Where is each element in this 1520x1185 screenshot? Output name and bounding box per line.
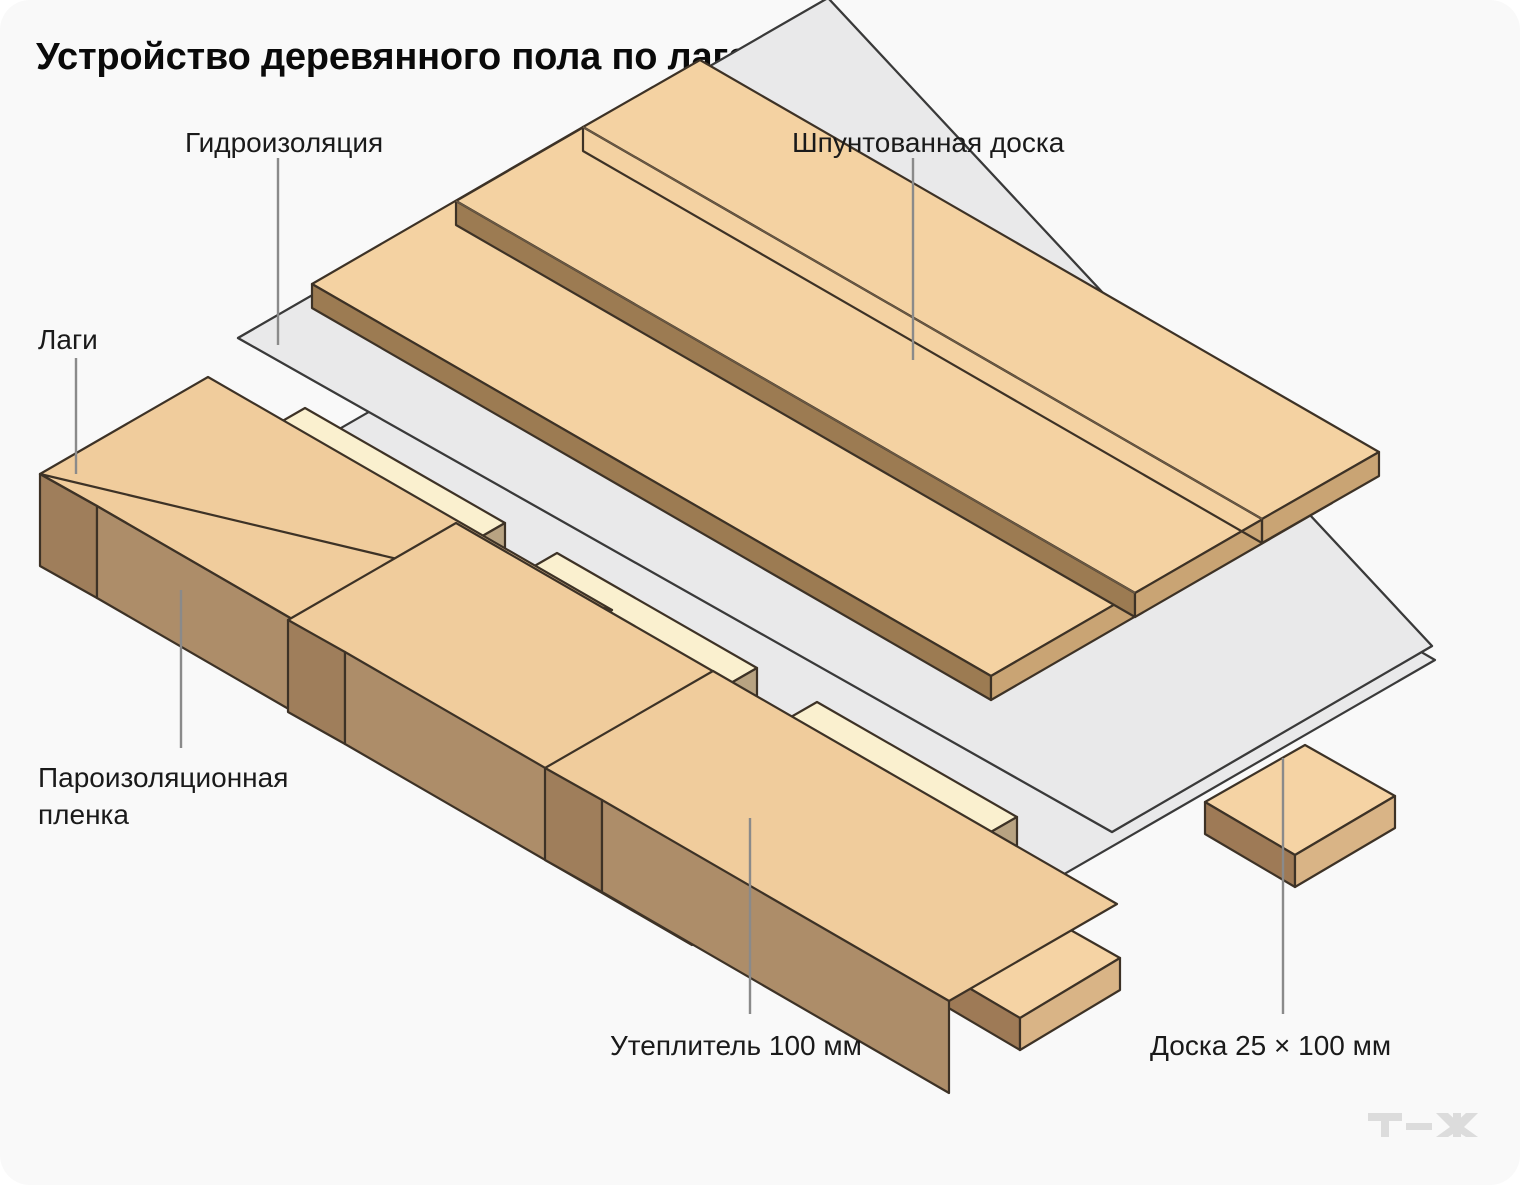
label-board-25x100: Доска 25 × 100 мм	[1150, 1030, 1392, 1061]
joist-3	[543, 669, 1119, 1095]
label-tongue-board: Шпунтованная доска	[792, 127, 1065, 158]
t-zh-logo	[1368, 1113, 1478, 1137]
page-title: Устройство деревянного пола по лагам	[36, 36, 777, 78]
leader-lines	[74, 158, 1285, 1014]
label-insulation: Утеплитель 100 мм	[610, 1030, 862, 1061]
board-seam-lines	[455, 126, 1263, 594]
support-board-rear	[1203, 743, 1397, 889]
label-joists: Лаги	[38, 324, 98, 355]
label-vapour-film: Пароизоляционная пленка	[38, 762, 289, 830]
label-hydro: Гидроизоляция	[185, 127, 384, 158]
